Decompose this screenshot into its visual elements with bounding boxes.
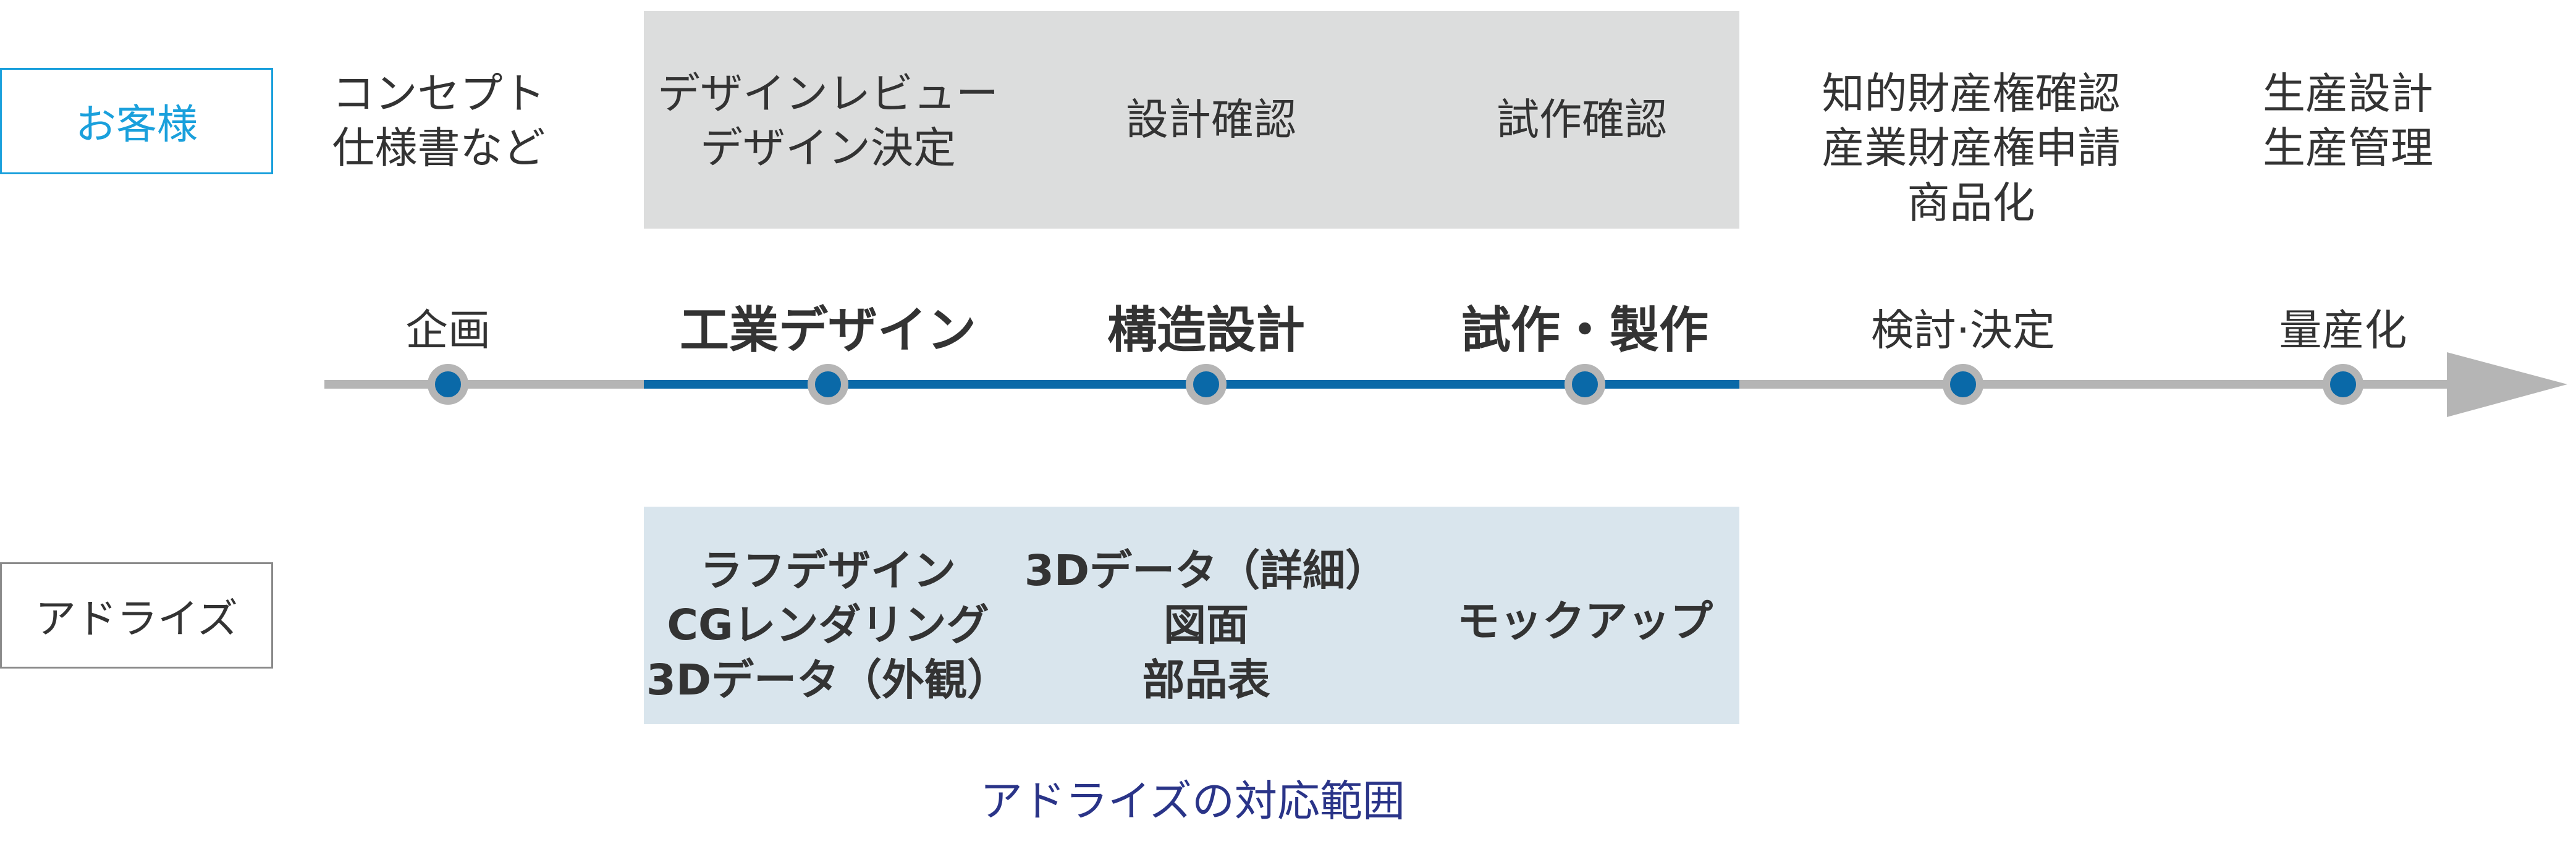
adrise-deliverable-structure: 3Dデータ（詳細） 図面 部品表	[1021, 544, 1391, 707]
adrise-deliverable-line: 部品表	[1142, 655, 1270, 705]
customer-task-line: 生産設計	[2263, 69, 2433, 119]
customer-task-line: 仕様書など	[332, 124, 546, 174]
customer-task-prototype: 試作確認	[1434, 93, 1730, 147]
customer-row-label-text: お客様	[75, 101, 198, 148]
stage-review: 検討·決定	[1871, 306, 2055, 355]
stage-prototype: 試作・製作	[1461, 302, 1708, 359]
customer-task-line: 試作確認	[1497, 95, 1667, 145]
scope-caption: アドライズの対応範囲	[980, 777, 1405, 826]
adrise-scope-band	[644, 507, 1739, 724]
customer-task-design: デザインレビュー デザイン決定	[655, 67, 1001, 176]
customer-task-line: 設計確認	[1126, 95, 1296, 145]
stage-structural-design: 構造設計	[1107, 302, 1305, 359]
customer-task-line: デザインレビュー	[657, 69, 999, 119]
adrise-deliverable-design: ラフデザイン CGレンダリング 3Dデータ（外観）	[643, 544, 1013, 707]
customer-task-line: 商品化	[1907, 178, 2035, 228]
customer-scope-band	[644, 11, 1739, 229]
customer-task-line: 生産管理	[2263, 124, 2433, 174]
customer-row-label: お客様	[0, 68, 273, 174]
stage-mass-production: 量産化	[2279, 306, 2407, 355]
customer-task-planning: コンセプト 仕様書など	[297, 67, 581, 176]
customer-task-line: デザイン決定	[700, 124, 956, 174]
adrise-row-label-text: アドライズ	[35, 595, 239, 643]
adrise-deliverable-line: ラフデザイン	[700, 546, 956, 596]
timeline-node-industrial-design	[808, 364, 848, 405]
timeline-node-review	[1943, 364, 1983, 405]
stage-planning: 企画	[405, 306, 491, 355]
customer-task-mass: 生産設計 生産管理	[2200, 67, 2496, 176]
adrise-deliverable-prototype: モックアップ	[1430, 594, 1739, 649]
adrise-deliverable-line: 3Dデータ（外観）	[646, 655, 1010, 705]
adrise-deliverable-line: モックアップ	[1457, 597, 1713, 646]
timeline-node-mass-production	[2323, 364, 2363, 405]
stage-industrial-design: 工業デザイン	[680, 302, 976, 359]
customer-task-line: コンセプト	[332, 69, 546, 119]
customer-task-review: 知的財産権確認 産業財産権申請 商品化	[1786, 67, 2156, 230]
adrise-deliverable-line: 3Dデータ（詳細）	[1024, 546, 1388, 596]
timeline-node-prototype	[1565, 364, 1605, 405]
customer-task-line: 知的財産権確認	[1822, 69, 2121, 119]
timeline-node-planning	[428, 364, 468, 405]
adrise-deliverable-line: 図面	[1163, 601, 1249, 651]
customer-task-structure: 設計確認	[1063, 93, 1359, 147]
timeline-node-structural-design	[1186, 364, 1227, 405]
adrise-row-label: アドライズ	[0, 562, 273, 669]
customer-task-line: 産業財産権申請	[1822, 124, 2121, 174]
timeline-arrowhead	[2447, 352, 2567, 417]
adrise-deliverable-line: CGレンダリング	[667, 601, 989, 651]
